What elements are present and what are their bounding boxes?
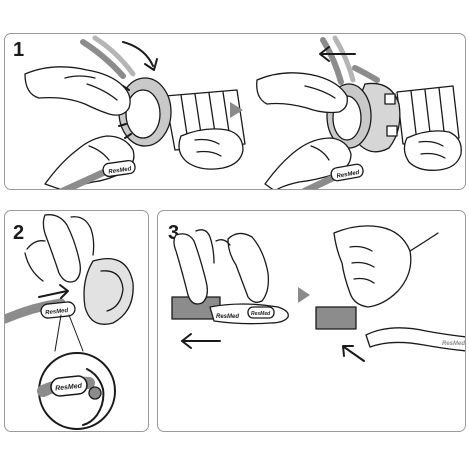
clip-brand-label-3a-small: ResMed	[251, 311, 271, 317]
insert-arrow-3b	[343, 346, 365, 362]
step-1-illustration: ResMed	[24, 35, 462, 189]
mask-frame-2	[83, 257, 134, 325]
top-hand-2	[42, 214, 81, 283]
strap-3b	[315, 306, 357, 330]
right-hand-1a	[178, 128, 244, 170]
resmed-clip-2	[40, 301, 76, 319]
step-3b-scene: ResMed	[315, 225, 465, 362]
clip-brand-label-1a: ResMed	[108, 166, 132, 175]
step-1a-scene: ResMed	[24, 35, 246, 189]
top-hand	[24, 66, 131, 116]
clip-brand-label-3b: ResMed	[442, 341, 465, 347]
step-1-number: 1	[13, 39, 25, 61]
clip-brand-label-1b: ResMed	[336, 170, 360, 180]
step-2-illustration: ResMed ResMed	[5, 214, 134, 430]
step-transition-arrow-3	[298, 287, 310, 303]
clip-brand-label-2-zoom: ResMed	[55, 383, 83, 393]
step-2-number: 2	[13, 222, 25, 244]
step-3-panel: 3 ResMed ResMed	[157, 210, 466, 432]
clip-brand-label-2: ResMed	[45, 308, 69, 316]
step-1b-scene: ResMed	[256, 35, 462, 189]
resmed-clip-1b	[330, 163, 364, 182]
insert-arrow-2	[38, 290, 68, 298]
step-1-panel: 1 ResMed	[4, 33, 466, 190]
step-3-number: 3	[168, 222, 180, 244]
step-3-illustration: ResMed ResMed ResMed	[171, 225, 465, 362]
right-hand-3a	[227, 232, 270, 303]
step-transition-arrow-1	[230, 102, 243, 118]
step-3a-scene: ResMed ResMed	[171, 229, 289, 349]
resmed-clip-1a	[102, 159, 136, 178]
rotate-arrow	[122, 41, 154, 67]
left-hand-3a	[173, 233, 208, 305]
loose-strap-3b	[365, 327, 465, 352]
step-2-panel: 2 ResMed ResMed	[4, 210, 149, 432]
clip-brand-label-3a: ResMed	[216, 314, 239, 320]
